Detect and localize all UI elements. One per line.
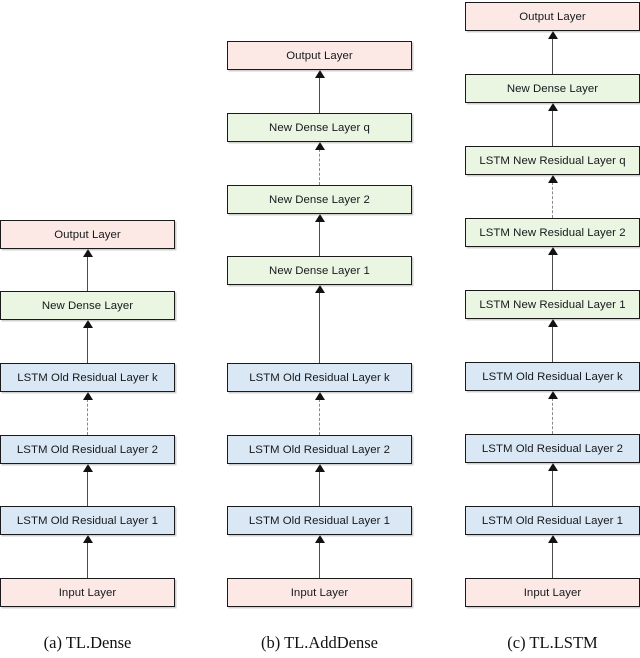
arrowhead-icon [82, 535, 93, 543]
arrowhead-icon [547, 463, 558, 471]
layer-box: Input Layer [465, 578, 640, 607]
connector-dashed [86, 399, 88, 435]
layer-box: Input Layer [0, 578, 175, 607]
layer-box: New Dense Layer [465, 74, 640, 103]
arrowhead-icon [82, 392, 93, 400]
arrowhead-icon [314, 464, 325, 472]
layer-box: LSTM New Residual Layer q [465, 146, 640, 175]
arrowhead-icon [314, 70, 325, 78]
layer-box: Output Layer [0, 220, 175, 249]
arrowhead-icon [82, 464, 93, 472]
layer-box: New Dense Layer 2 [227, 185, 412, 214]
layer-box: LSTM Old Residual Layer 1 [0, 506, 175, 535]
layer-box: New Dense Layer q [227, 113, 412, 142]
connector-solid [551, 470, 553, 506]
layer-box: LSTM Old Residual Layer k [227, 363, 412, 392]
arrowhead-icon [314, 535, 325, 543]
connector-solid [86, 542, 88, 578]
connector-dashed [318, 149, 320, 185]
arrowhead-icon [314, 285, 325, 293]
arrowhead-icon [547, 535, 558, 543]
connector-solid [318, 542, 320, 578]
connector-solid [551, 542, 553, 578]
connector-solid [86, 471, 88, 506]
layer-box: LSTM Old Residual Layer k [0, 363, 175, 392]
arrowhead-icon [547, 175, 558, 183]
connector-solid [551, 254, 553, 290]
connector-solid [86, 256, 88, 291]
arrowhead-icon [314, 142, 325, 150]
arrowhead-icon [547, 31, 558, 39]
connector-solid [318, 77, 320, 113]
arrowhead-icon [82, 249, 93, 257]
layer-box: New Dense Layer [0, 291, 175, 320]
connector-solid [551, 110, 553, 146]
arrowhead-icon [314, 392, 325, 400]
connector-solid [551, 326, 553, 362]
connector-solid [318, 292, 320, 363]
layer-box: Output Layer [227, 41, 412, 70]
layer-box: LSTM Old Residual Layer 1 [465, 506, 640, 535]
connector-solid [318, 471, 320, 506]
layer-box: Output Layer [465, 2, 640, 31]
layer-box: New Dense Layer 1 [227, 256, 412, 285]
connector-dashed [551, 398, 553, 434]
layer-box: LSTM Old Residual Layer 1 [227, 506, 412, 535]
connector-solid [318, 221, 320, 256]
connector-solid [86, 327, 88, 363]
caption-tl-adddense: (b) TL.AddDense [261, 633, 378, 652]
layer-box: LSTM New Residual Layer 1 [465, 290, 640, 319]
layer-box: LSTM Old Residual Layer 2 [227, 435, 412, 464]
arrowhead-icon [547, 319, 558, 327]
layer-box: LSTM Old Residual Layer 2 [465, 434, 640, 463]
layer-box: LSTM New Residual Layer 2 [465, 218, 640, 247]
caption-tl-dense: (a) TL.Dense [43, 633, 132, 652]
caption-tl-lstm: (c) TL.LSTM [507, 633, 598, 652]
arrowhead-icon [547, 247, 558, 255]
arrowhead-icon [82, 320, 93, 328]
layer-box: Input Layer [227, 578, 412, 607]
arrowhead-icon [547, 103, 558, 111]
layer-box: LSTM Old Residual Layer 2 [0, 435, 175, 464]
connector-solid [551, 38, 553, 74]
connector-dashed [551, 182, 553, 218]
arrowhead-icon [547, 391, 558, 399]
connector-dashed [318, 399, 320, 435]
arrowhead-icon [314, 214, 325, 222]
layer-box: LSTM Old Residual Layer k [465, 362, 640, 391]
